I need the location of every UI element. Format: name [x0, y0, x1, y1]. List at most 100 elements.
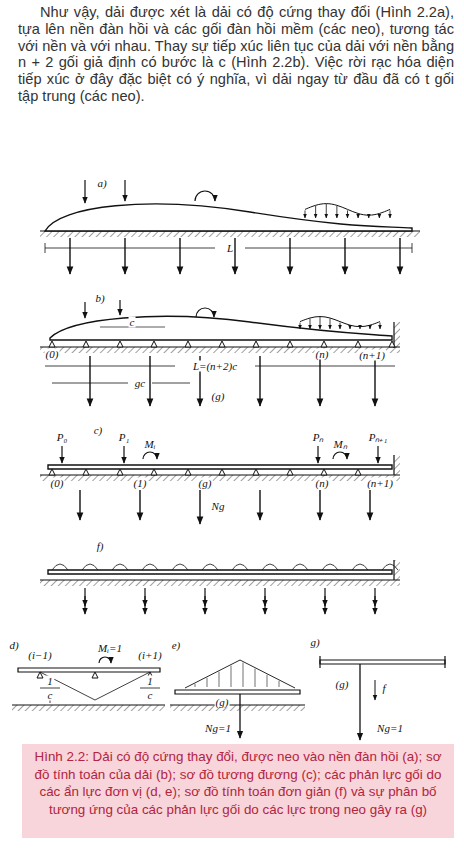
ground-hatch [40, 347, 400, 353]
stroke [267, 675, 268, 687]
stroke [319, 490, 320, 520]
stroke [359, 664, 360, 740]
figure-label: Mᵢ=1 [97, 643, 123, 654]
illustration [12, 180, 445, 740]
figure-label: P₁ [118, 432, 131, 443]
shape [151, 341, 157, 347]
shape [52, 564, 68, 570]
figure-label: 1 [146, 676, 154, 687]
stroke [40, 579, 400, 580]
stroke [350, 327, 351, 329]
stroke [84, 302, 85, 318]
stroke [340, 323, 341, 329]
stroke [358, 215, 359, 218]
shape [117, 469, 123, 475]
figure-label: L [226, 243, 234, 254]
figure-label: c [129, 317, 136, 328]
shape [92, 672, 98, 678]
figure-label: (0) [45, 349, 60, 360]
stroke [319, 356, 320, 406]
shape [287, 341, 293, 347]
stroke [330, 319, 331, 329]
figure-label: f) [96, 541, 105, 552]
figure-label: Mᵢ [144, 439, 157, 450]
shape [321, 341, 327, 347]
shape [45, 204, 412, 231]
figure-label: (n+1) [358, 350, 386, 361]
shape [202, 564, 218, 570]
ground-hatch [12, 705, 165, 711]
stroke [40, 688, 60, 689]
shape [320, 660, 445, 664]
figure-label: (n) [315, 349, 330, 360]
stroke [444, 656, 445, 668]
stroke [79, 490, 80, 520]
shape [321, 469, 327, 475]
stroke [207, 678, 208, 687]
stroke [393, 455, 394, 475]
figure-label: b) [94, 293, 105, 304]
figure-label: Mₙ [332, 439, 347, 450]
stroke [255, 366, 395, 367]
shape [48, 570, 392, 574]
stroke [234, 238, 235, 274]
body-paragraph: Như vậy, dải được xét là dải có độ cứng … [18, 4, 454, 105]
figure-label: Ng [211, 501, 226, 512]
stroke [370, 327, 371, 329]
stroke [199, 490, 200, 524]
stroke [319, 656, 320, 668]
figure-label: (g) [335, 679, 350, 690]
figure-label: (1) [133, 478, 148, 489]
stroke [245, 248, 412, 249]
shape [389, 341, 395, 347]
shape [322, 564, 338, 570]
figure-label: c [147, 690, 154, 701]
ground-hatch [170, 705, 305, 711]
shape [117, 341, 123, 347]
shape [382, 564, 398, 570]
figure-label: (g) [215, 697, 230, 708]
figure-label: (n) [315, 478, 330, 489]
shape [355, 341, 361, 347]
stroke [412, 243, 413, 253]
stroke [344, 238, 345, 274]
shape [18, 668, 160, 672]
stroke [124, 238, 125, 274]
figure-label: (0) [50, 478, 65, 489]
stroke [379, 215, 380, 218]
stroke [259, 356, 260, 406]
stroke [219, 672, 220, 687]
figure-label: d) [8, 640, 19, 651]
stroke [360, 328, 361, 330]
ground-hatch [40, 580, 400, 586]
figure-label: (g) [211, 391, 226, 402]
stroke [124, 180, 125, 201]
stroke [369, 490, 370, 520]
shape [49, 341, 55, 347]
figure-label: Pₙ [312, 432, 325, 443]
stroke [259, 490, 260, 520]
ground-hatch [40, 231, 420, 237]
stroke [45, 243, 46, 253]
stroke [320, 317, 321, 329]
shape [292, 564, 308, 570]
stroke [45, 248, 215, 249]
shape [196, 308, 214, 317]
stroke [119, 300, 120, 315]
stroke [84, 180, 85, 203]
shape [352, 564, 368, 570]
shape [185, 660, 295, 688]
figure-label: Pₙ₊₁ [368, 432, 389, 443]
shape [219, 341, 225, 347]
stroke [374, 356, 375, 406]
shape [83, 469, 89, 475]
stroke [336, 206, 337, 218]
stroke [12, 704, 165, 705]
stroke [243, 663, 244, 687]
stroke [255, 669, 256, 687]
figure-label: Ng=1 [376, 723, 404, 734]
figure-caption: Hình 2.2: Dải có độ cứng thay đổi, được … [22, 744, 454, 838]
stroke [305, 210, 306, 218]
shape [50, 316, 392, 340]
stroke [399, 238, 400, 274]
